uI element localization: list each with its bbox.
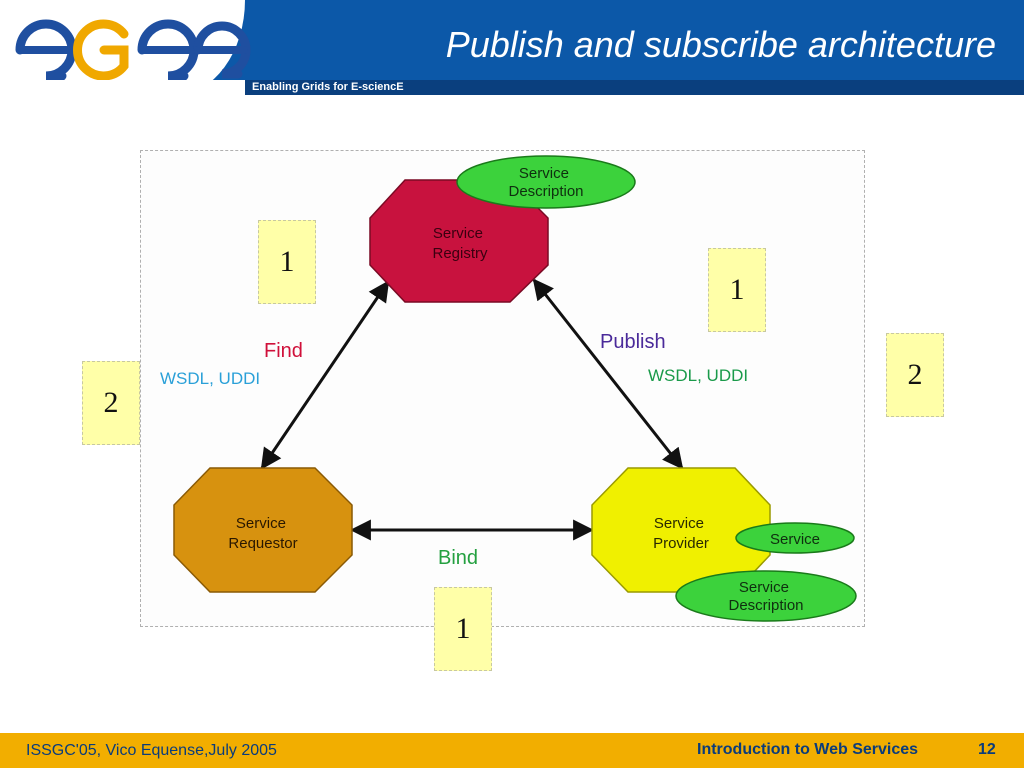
slide-title: Publish and subscribe architecture — [445, 24, 996, 65]
note-2-left: 2 — [82, 361, 140, 445]
provider-desc-line-2: Description — [728, 597, 803, 614]
service-registry-label: Service Registry — [432, 225, 488, 262]
registry-desc-line-2: Description — [508, 183, 583, 200]
find-protocol-label: WSDL, UDDI — [160, 369, 260, 388]
footer-title: Introduction to Web Services — [697, 741, 919, 758]
note-1-publish: 1 — [708, 248, 766, 332]
requestor-line-1: Service — [236, 515, 286, 532]
header-tagline: Enabling Grids for E-sciencE — [252, 81, 404, 93]
provider-description-label: Service Description — [728, 579, 803, 614]
slide-header: Publish and subscribe architecture Enabl… — [0, 0, 1024, 95]
find-arrow — [260, 280, 390, 470]
provider-service-label: Service — [770, 531, 820, 548]
publish-arrow — [532, 278, 684, 470]
note-1-find: 1 — [258, 220, 316, 304]
publish-label: Publish — [600, 331, 666, 353]
provider-line-1: Service — [654, 515, 704, 532]
service-provider-label: Service Provider — [653, 515, 709, 552]
registry-desc-line-1: Service — [519, 165, 569, 182]
bind-label: Bind — [438, 547, 478, 569]
service-requestor-label: Service Requestor — [228, 515, 297, 552]
service-requestor-node — [173, 467, 353, 593]
registry-line-1: Service — [433, 225, 483, 242]
registry-service-description — [456, 155, 636, 209]
egee-logo — [15, 19, 251, 80]
find-label: Find — [264, 340, 303, 362]
note-1-bind: 1 — [434, 587, 492, 671]
note-2-right: 2 — [886, 333, 944, 417]
registry-description-label: Service Description — [508, 165, 583, 200]
provider-line-2: Provider — [653, 535, 709, 552]
provider-service-ellipse — [735, 522, 855, 554]
slide-footer: ISSGC'05, Vico Equense,July 2005 Introdu… — [0, 733, 1024, 768]
page-number: 12 — [978, 741, 996, 758]
registry-line-2: Registry — [432, 245, 488, 262]
publish-protocol-label: WSDL, UDDI — [648, 366, 748, 385]
requestor-line-2: Requestor — [228, 535, 297, 552]
header-strip — [245, 80, 1024, 95]
provider-service-description — [675, 570, 857, 622]
provider-desc-line-1: Service — [739, 579, 789, 596]
footer-event: ISSGC'05, Vico Equense,July 2005 — [26, 742, 277, 759]
